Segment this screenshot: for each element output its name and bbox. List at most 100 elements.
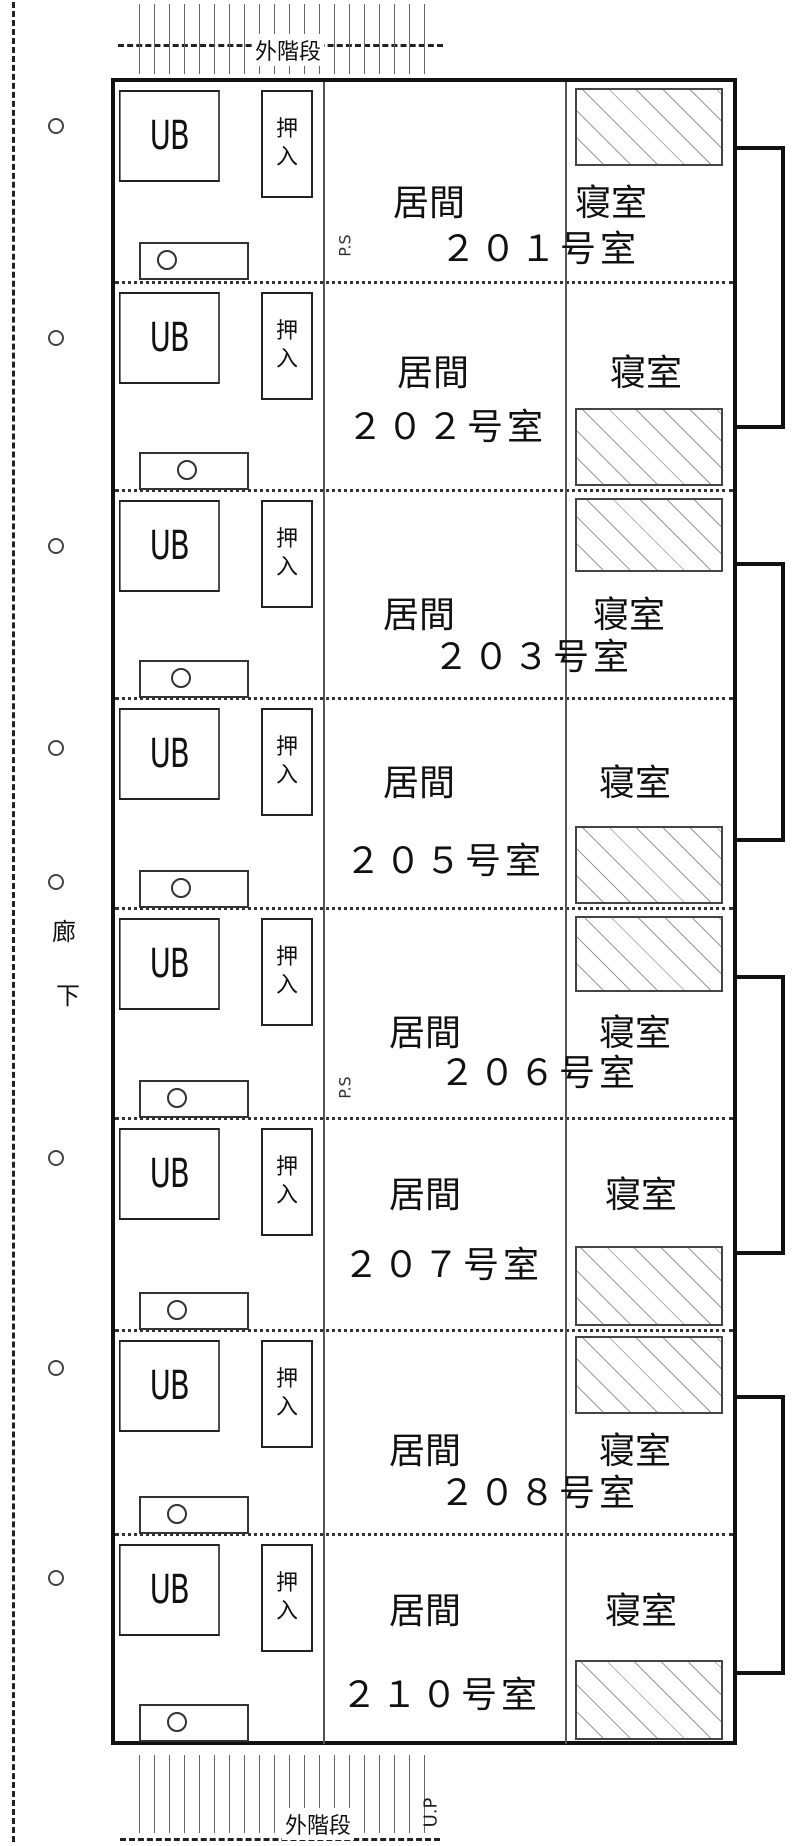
sink-icon	[167, 1088, 187, 1108]
unit-bath: UB	[119, 1340, 220, 1432]
unit-202: UB 押入 居間 寝室 ２０２号室	[115, 284, 733, 492]
living-room-label: 居間	[389, 1591, 462, 1632]
meter-icon	[48, 1150, 64, 1166]
sink-icon	[171, 878, 191, 898]
room-number: ２０７号室	[343, 1245, 544, 1286]
bedroom-label: 寝室	[605, 1175, 678, 1216]
unit-210: UB 押入 居間 寝室 ２１０号室	[115, 1536, 733, 1744]
closet-oshiire: 押入	[261, 1340, 313, 1448]
room-number: ２１０号室	[341, 1675, 542, 1716]
living-room-label: 居間	[383, 763, 456, 804]
bedroom-label: 寝室	[593, 595, 666, 636]
kitchen-counter	[139, 1292, 249, 1330]
wall	[323, 492, 325, 700]
corridor-label-1: 廊	[52, 918, 76, 946]
kitchen-counter	[139, 452, 249, 490]
unit-bath: UB	[119, 1128, 220, 1220]
living-room-label: 居間	[389, 1175, 462, 1216]
meter-icon	[48, 118, 64, 134]
sink-icon	[167, 1712, 187, 1732]
room-number: ２０３号室	[433, 637, 634, 678]
unit-bath: UB	[119, 1544, 220, 1636]
building-outline	[111, 78, 737, 1745]
balcony-4	[737, 1395, 785, 1675]
unit-205: UB 押入 居間 寝室 ２０５号室	[115, 700, 733, 910]
wall	[323, 82, 325, 284]
corridor-label-2: 下	[56, 982, 80, 1010]
closet-oshiire: 押入	[261, 1128, 313, 1236]
unit-bath: UB	[119, 500, 220, 592]
room-number: ２０６号室	[439, 1053, 640, 1094]
closet-oshiire: 押入	[261, 90, 313, 198]
kitchen-counter	[139, 870, 249, 908]
meter-icon	[48, 330, 64, 346]
wall	[323, 910, 325, 1120]
top-stair-label: 外階段	[252, 34, 325, 66]
room-number: ２０１号室	[440, 229, 641, 270]
meter-icon	[48, 538, 64, 554]
unit-207: UB 押入 居間 寝室 ２０７号室	[115, 1120, 733, 1332]
wall	[565, 492, 567, 700]
storage	[575, 1660, 723, 1740]
room-number: ２０５号室	[345, 841, 546, 882]
wall	[565, 82, 567, 284]
wall	[323, 700, 325, 910]
meter-icon	[48, 740, 64, 756]
unit-bath: UB	[119, 90, 220, 182]
sink-icon	[167, 1504, 187, 1524]
bedroom-label: 寝室	[575, 183, 648, 224]
closet-oshiire: 押入	[261, 500, 313, 608]
sink-icon	[157, 250, 177, 270]
up-mark: U.P	[420, 1797, 442, 1828]
unit-201: UB 押入 居間 寝室 ２０１号室	[115, 82, 733, 284]
bottom-stair-treads	[125, 1755, 425, 1833]
unit-208: UB 押入 居間 寝室 ２０８号室	[115, 1332, 733, 1536]
living-room-label: 居間	[397, 353, 470, 394]
wall	[323, 284, 325, 492]
bedroom-label: 寝室	[599, 1431, 672, 1472]
living-room-label: 居間	[389, 1431, 462, 1472]
storage	[575, 1336, 723, 1414]
storage	[575, 498, 723, 572]
bedroom-label: 寝室	[605, 1591, 678, 1632]
wall	[565, 1536, 567, 1744]
kitchen-counter	[139, 242, 249, 280]
balcony-2	[737, 562, 785, 842]
kitchen-counter	[139, 1496, 249, 1534]
storage	[575, 1246, 723, 1326]
room-number: ２０２号室	[347, 407, 548, 448]
sink-icon	[171, 668, 191, 688]
corridor-boundary-line	[12, 2, 16, 1842]
storage	[575, 408, 723, 486]
bedroom-label: 寝室	[599, 763, 672, 804]
room-number: ２０８号室	[439, 1473, 640, 1514]
wall	[565, 910, 567, 1120]
meter-icon	[48, 1570, 64, 1586]
closet-oshiire: 押入	[261, 292, 313, 400]
unit-bath: UB	[119, 918, 220, 1010]
sink-icon	[167, 1300, 187, 1320]
wall	[565, 1120, 567, 1332]
balcony-3	[737, 975, 785, 1255]
meter-icon	[48, 1360, 64, 1376]
living-room-label: 居間	[393, 183, 466, 224]
bedroom-label: 寝室	[599, 1013, 672, 1054]
kitchen-counter	[139, 1704, 249, 1742]
unit-203: UB 押入 居間 寝室 ２０３号室	[115, 492, 733, 700]
bottom-stair-label: 外階段	[282, 1808, 355, 1840]
wall	[323, 1536, 325, 1744]
closet-oshiire: 押入	[261, 918, 313, 1026]
kitchen-counter	[139, 660, 249, 698]
storage	[575, 826, 723, 904]
wall	[323, 1120, 325, 1332]
living-room-label: 居間	[389, 1013, 462, 1054]
balcony-1	[737, 146, 785, 429]
wall	[565, 284, 567, 492]
unit-bath: UB	[119, 292, 220, 384]
wall	[323, 1332, 325, 1536]
storage	[575, 916, 723, 992]
unit-206: UB 押入 居間 寝室 ２０６号室	[115, 910, 733, 1120]
wall	[565, 700, 567, 910]
living-room-label: 居間	[383, 595, 456, 636]
